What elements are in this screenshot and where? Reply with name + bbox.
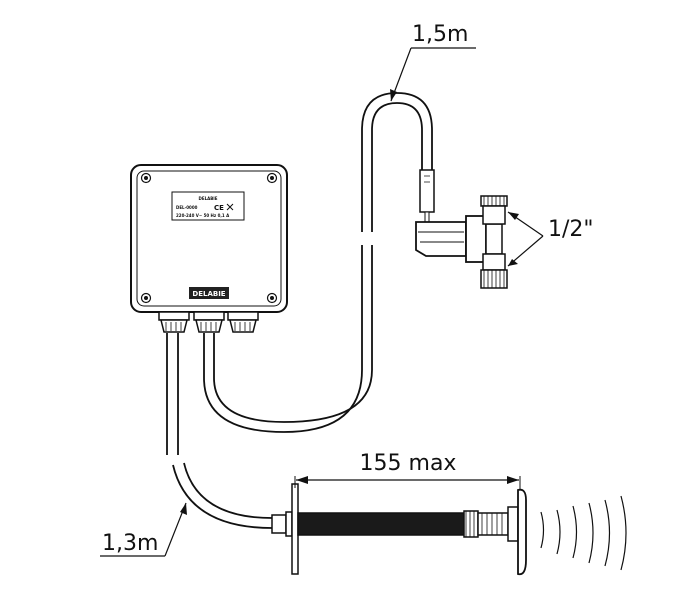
solenoid-valve (415, 169, 508, 289)
dimension-thread: 1/2" (507, 211, 594, 267)
cable-gland-left (158, 311, 190, 333)
plate-code: DEL-0000 (176, 205, 198, 210)
brand-tag (189, 287, 229, 299)
label-cable-sensor: 1,3m (102, 531, 158, 556)
label-thread: 1/2" (548, 217, 594, 242)
ce-mark-icon: CE (214, 203, 234, 212)
rating-plate (171, 191, 245, 221)
dimension-cable-sensor: 1,3m (100, 502, 187, 557)
fitting-bottom (480, 253, 508, 289)
dimension-cable-valve: 1,5m (390, 22, 476, 102)
fitting-top (480, 195, 508, 225)
cable-glands (158, 311, 259, 333)
label-sensor-length: 155 max (360, 451, 457, 476)
dimension-sensor-length: 155 max (294, 451, 521, 490)
screw-icon (140, 172, 278, 304)
plate-ratings: 220-240 V~ 50 Hz 0,1 A (176, 213, 230, 218)
plate-brand: DELABIE (199, 196, 218, 201)
svg-text:CE: CE (214, 204, 224, 212)
cable-gland-middle (193, 311, 225, 333)
threaded-rod (297, 512, 465, 536)
control-box: DELABIE DEL-0000 CE 220-240 V~ 50 Hz 0,1… (130, 164, 288, 313)
sensor (271, 483, 527, 576)
detection-waves-icon (540, 495, 627, 571)
cable-to-valve (203, 92, 433, 433)
label-cable-valve: 1,5m (412, 22, 468, 47)
brand-tag-text: DELABIE (192, 290, 225, 298)
cable-gland-right (227, 311, 259, 333)
cable-to-sensor (166, 333, 273, 529)
